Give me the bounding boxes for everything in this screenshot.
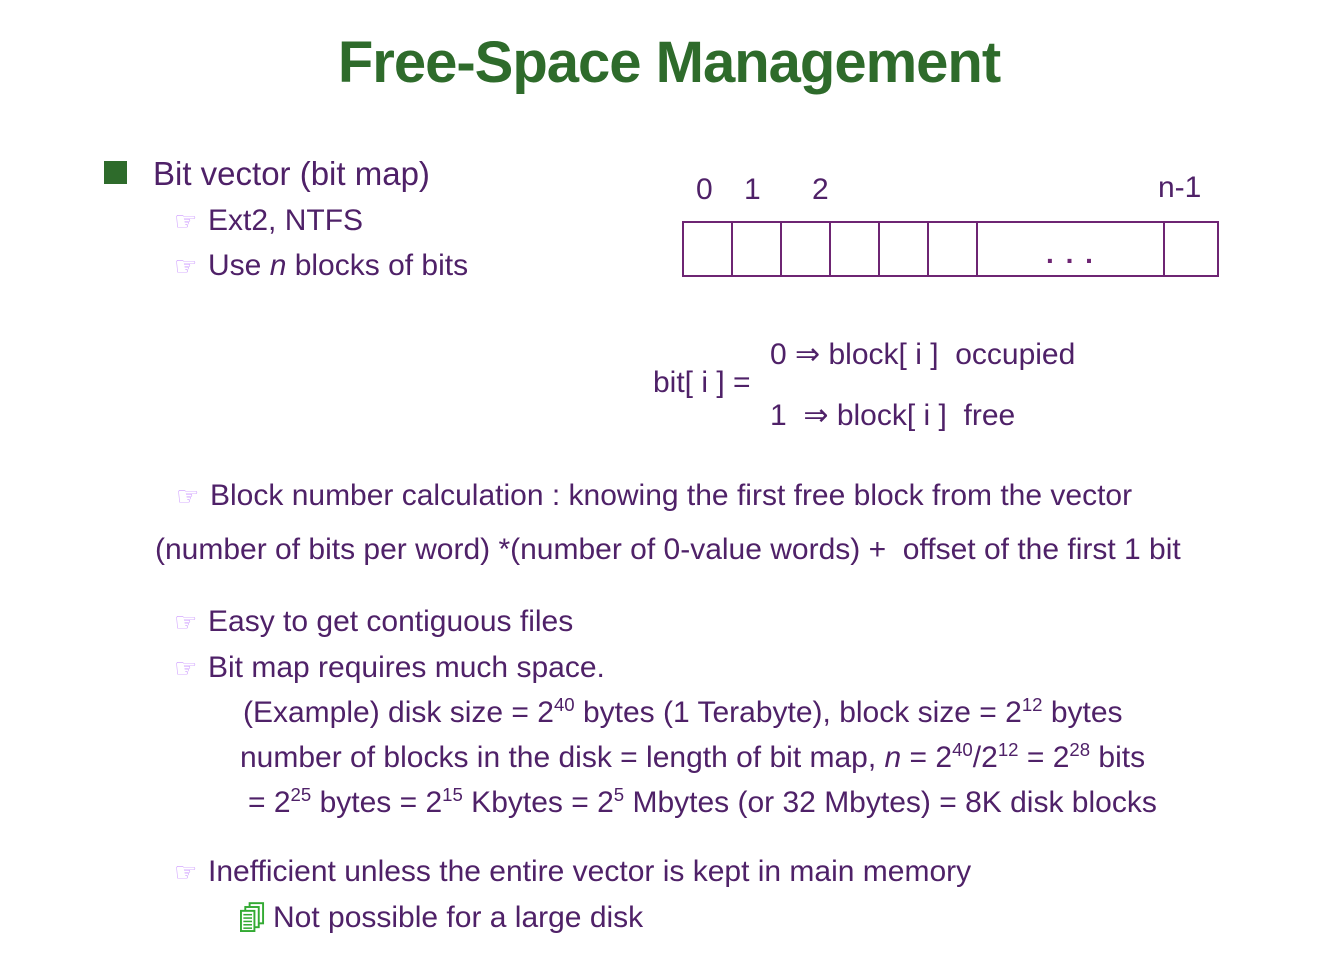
index-label-1: 1	[744, 173, 761, 206]
pointing-hand-icon: ☞	[174, 654, 198, 684]
bit-definition-lhs: bit[ i ] =	[653, 366, 751, 399]
list-item: ☞ Bit map requires much space.	[174, 651, 605, 685]
square-bullet-icon	[104, 161, 127, 184]
list-item-label: Block number calculation : knowing the f…	[210, 479, 1133, 512]
example-line-1: (Example) disk size = 240 bytes (1 Terab…	[243, 694, 1123, 729]
example-line-2: number of blocks in the disk = length of…	[240, 739, 1146, 774]
bit-cell	[733, 223, 782, 275]
bit-definition-occupied: 0 ⇒ block[ i ] occupied	[770, 338, 1076, 371]
list-item-label: Ext2, NTFS	[208, 204, 364, 237]
list-item: Not possible for a large disk	[240, 901, 643, 937]
list-item-label: Not possible for a large disk	[273, 901, 644, 934]
pointing-hand-icon: ☞	[176, 482, 200, 512]
bit-cell	[782, 223, 831, 275]
bit-cell-last	[1165, 223, 1217, 275]
list-item: ☞ Block number calculation : knowing the…	[176, 479, 1132, 513]
index-label-2: 2	[812, 173, 829, 206]
bit-cell	[929, 223, 978, 275]
list-item-label: Bit map requires much space.	[208, 651, 605, 684]
heading-bit-vector: Bit vector (bit map)	[153, 155, 430, 192]
bit-cell	[831, 223, 880, 275]
bit-cell	[684, 223, 733, 275]
bit-cell-ellipsis: . . .	[978, 223, 1165, 275]
bit-vector-diagram: . . .	[682, 221, 1219, 277]
bit-cell	[880, 223, 929, 275]
page-title: Free-Space Management	[337, 30, 1001, 95]
list-item-label: Use n blocks of bits	[208, 249, 469, 282]
pointing-hand-icon: ☞	[174, 207, 198, 237]
list-item-label: Easy to get contiguous files	[208, 605, 574, 638]
block-calc-formula: (number of bits per word) *(number of 0-…	[155, 533, 1181, 566]
bit-definition-free: 1 ⇒ block[ i ] free	[770, 399, 1016, 432]
pointing-hand-icon: ☞	[174, 858, 198, 888]
stacked-pages-icon	[240, 902, 265, 932]
list-item: ☞ Easy to get contiguous files	[174, 605, 573, 639]
pointing-hand-icon: ☞	[174, 252, 198, 282]
list-item: ☞ Use n blocks of bits	[174, 249, 468, 283]
example-line-3: = 225 bytes = 215 Kbytes = 25 Mbytes (or…	[248, 784, 1157, 819]
pointing-hand-icon: ☞	[174, 608, 198, 638]
list-item-label: Inefficient unless the entire vector is …	[208, 855, 972, 888]
index-label-0: 0	[696, 173, 713, 206]
index-label-n-1: n-1	[1158, 171, 1202, 204]
list-item: ☞ Inefficient unless the entire vector i…	[174, 855, 971, 889]
list-item: ☞ Ext2, NTFS	[174, 204, 363, 238]
ellipsis-label: . . .	[1046, 238, 1095, 269]
